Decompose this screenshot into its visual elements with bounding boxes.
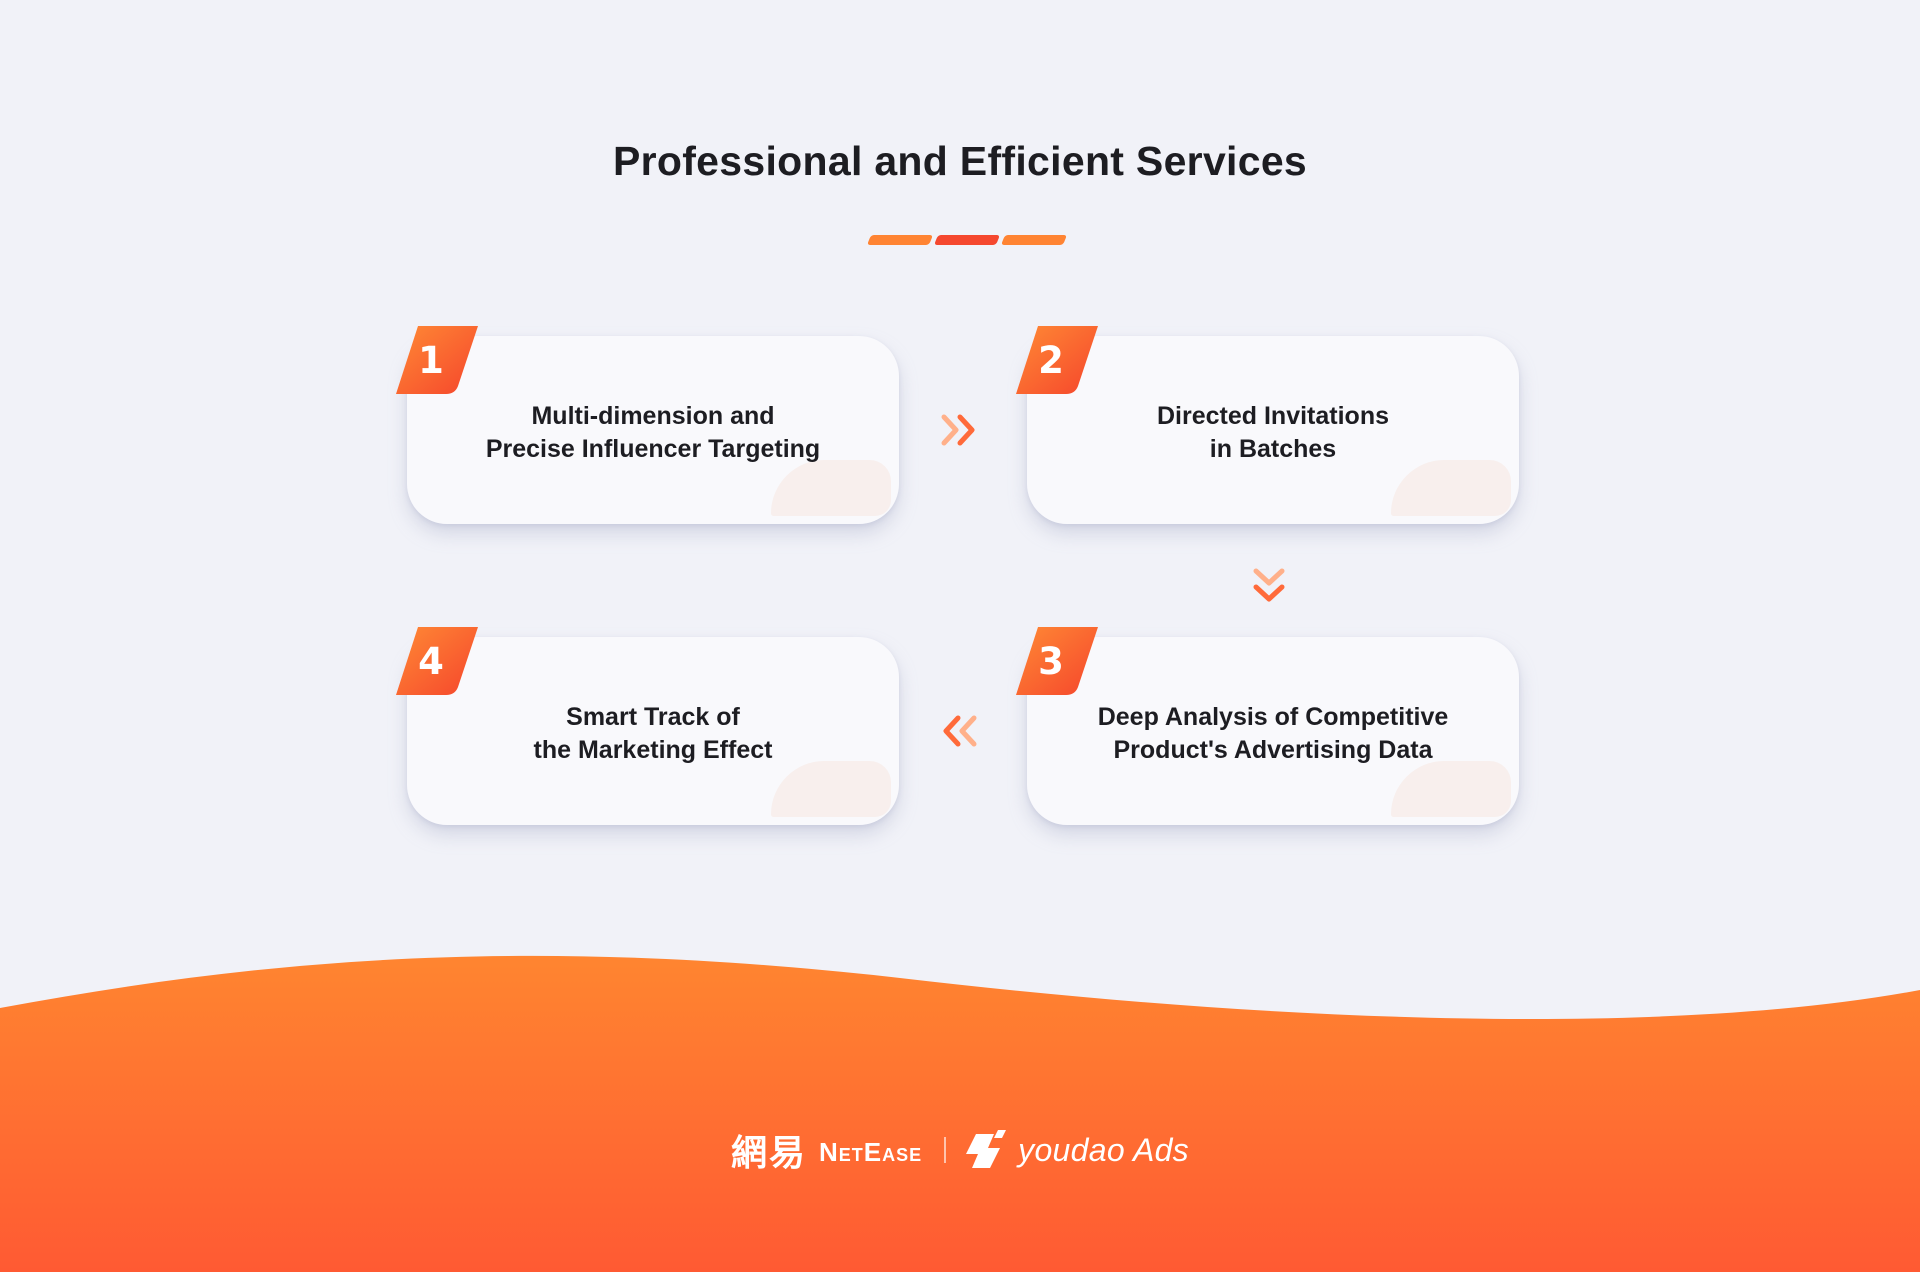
step-badge-1: 1 [396, 326, 478, 394]
title-divider [866, 235, 1068, 247]
page-title: Professional and Efficient Services [612, 138, 1308, 184]
netease-logo: 網易 NetEase [731, 1133, 923, 1174]
logo-divider [944, 1137, 947, 1163]
step-badge-2: 2 [1016, 326, 1098, 394]
double-chevron-down-icon [1253, 568, 1285, 602]
footer-logos: 網易 NetEase youdao Ads [0, 1125, 1920, 1175]
double-chevron-right-icon [941, 414, 975, 446]
step-badge-3: 3 [1016, 627, 1098, 695]
double-chevron-left-icon [943, 715, 977, 747]
step-badge-4: 4 [396, 627, 478, 695]
youdao-icon [966, 1130, 1007, 1168]
youdao-ads-logo: youdao Ads [964, 1128, 1189, 1172]
footer-wave [0, 955, 1920, 1272]
